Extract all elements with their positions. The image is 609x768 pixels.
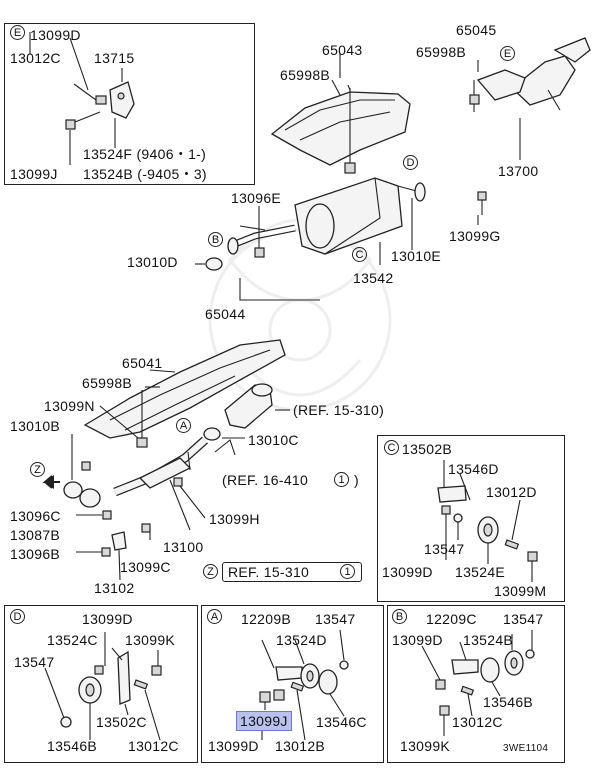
diagram-code: 3WE1104 [503,743,549,754]
label-13547: 13547 [14,654,55,670]
hanger-13715 [109,81,135,119]
label-13099d: 13099D [82,611,133,627]
label-13524b: 13524B (-9405・3) [83,166,207,182]
label-13010d: 13010D [127,254,178,270]
label-13099d: 13099D [392,632,443,648]
detail-panel-e [4,23,255,185]
hanger-13502b [437,485,467,503]
label-13099d: 13099D [208,738,259,754]
label-13096c: 13096C [10,508,61,524]
label-13524c: 13524C [47,632,98,648]
label-12209c: 12209C [426,611,477,627]
label-13010b: 13010B [10,418,61,434]
label-13502c: 13502C [96,714,147,730]
ref-15-310-boxed: REF. 15-310 [228,564,310,580]
label-65043: 65043 [322,42,363,58]
label-13524b: 13524B [463,632,514,648]
ref-15-310: (REF. 15-310) [293,402,385,418]
label-13546c: 13546C [316,714,367,730]
label-13546b: 13546B [483,694,534,710]
label-13502b: 13502B [402,441,453,457]
panel-a-tag: A [207,609,222,624]
label-13700: 13700 [498,163,539,179]
callout-d: D [403,155,418,170]
tail-pipe-end [511,55,576,106]
ref-15-310-number: 1 [340,564,355,579]
heat-protector-65045 [476,69,526,101]
label-65998b-top: 65998B [280,67,331,83]
label-13099d: 13099D [30,27,81,43]
label-13524d: 13524D [276,632,327,648]
callout-e: E [500,46,515,61]
ref-16-410-number: 1 [334,472,349,487]
label-13099j: 13099J [10,166,58,182]
detail-panel-d [4,605,198,763]
label-13102: 13102 [94,580,135,596]
callout-b: B [208,232,223,247]
label-13100: 13100 [163,539,204,555]
callout-z: Z [30,462,45,477]
label-13099d: 13099D [382,564,433,580]
label-65041: 65041 [122,355,163,371]
label-13099n: 13099N [44,398,95,414]
label-13547: 13547 [503,611,544,627]
label-13099j-highlighted[interactable]: 13099J [236,711,292,731]
label-13096b: 13096B [10,546,61,562]
label-13542: 13542 [353,270,394,286]
detail-panel-a [201,605,384,763]
callout-z-ref: Z [203,564,218,579]
callout-c: C [352,247,367,262]
label-13087b: 13087B [10,527,61,543]
label-13547: 13547 [315,611,356,627]
ref-16-410-close: ) [354,472,359,488]
label-13099k: 13099K [400,738,451,754]
label-13012d: 13012D [486,484,537,500]
label-65998b-mid: 65998B [82,375,133,391]
callout-e-panel: E [10,25,25,40]
label-13099c: 13099C [120,559,171,575]
label-13012c: 13012C [10,50,61,66]
label-13096e: 13096E [231,190,282,206]
label-13099m: 13099M [494,583,547,599]
heat-protector-65043 [270,91,411,166]
hanger-12209c [451,659,479,675]
label-13524f: 13524F (9406・1-) [83,146,207,162]
label-65045: 65045 [456,22,497,38]
panel-d-tag: D [10,609,25,624]
label-12209b: 12209B [241,611,292,627]
label-13012b: 13012B [275,738,326,754]
hanger-13524c [117,650,131,705]
panel-b-tag: B [392,609,407,624]
ref-box-15-310 [222,562,362,582]
callout-a: A [176,418,191,433]
detail-panel-b [387,605,565,763]
label-13012c: 13012C [128,738,179,754]
label-13547: 13547 [424,541,465,557]
label-13715: 13715 [94,50,135,66]
label-13010c: 13010C [248,432,299,448]
label-13524e: 13524E [455,564,506,580]
label-13546d: 13546D [448,461,499,477]
ref-16-410: (REF. 16-410 [222,472,309,488]
label-13099k: 13099K [125,632,176,648]
label-13012c: 13012C [452,714,503,730]
label-13010e: 13010E [391,248,442,264]
label-13546b: 13546B [47,738,98,754]
heat-protector-65041 [83,339,286,439]
detail-panel-c [377,435,565,602]
label-13099h: 13099H [209,511,260,527]
panel-c-tag: C [384,440,399,455]
label-65044: 65044 [205,306,246,322]
label-13099g: 13099G [449,228,501,244]
label-65998b-right: 65998B [416,44,467,60]
